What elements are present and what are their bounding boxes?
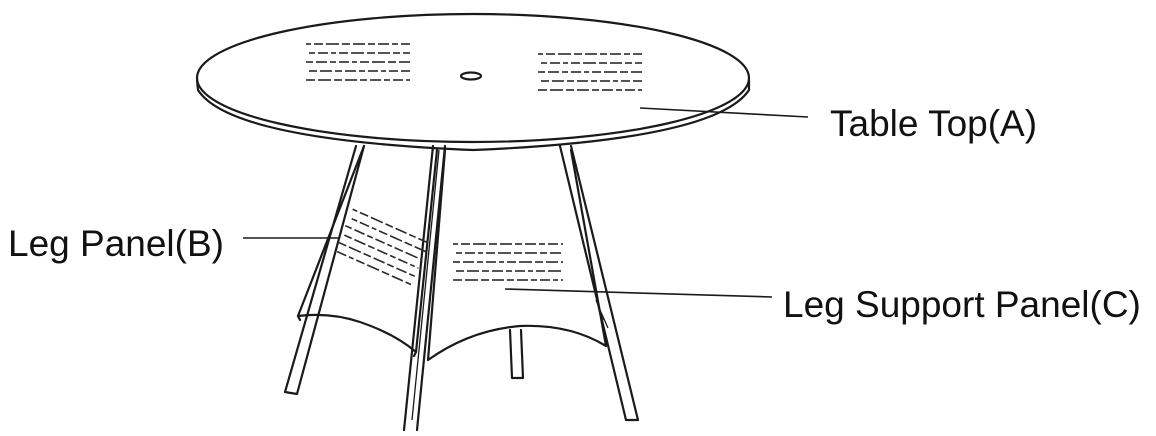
weave-patch-leg-panel [336,208,429,286]
weave-patch-leg-support [453,243,563,281]
leg-support-panel-c [426,148,609,362]
leader-line-a [639,107,809,118]
weave-patch-top-right [538,53,642,91]
label-leg-panel: Leg Panel(B) [8,223,224,264]
leg-panel-b [296,144,439,358]
label-table-top: Table Top(A) [830,103,1038,144]
leader-line-c [504,288,773,298]
weave-patch-top-left [306,43,410,81]
umbrella-hole [459,71,483,81]
table-legs [283,144,640,432]
weave-patches [306,43,642,286]
leader-lines [243,107,809,298]
table-top-a [195,12,751,152]
label-leg-support-panel: Leg Support Panel(C) [783,284,1141,325]
